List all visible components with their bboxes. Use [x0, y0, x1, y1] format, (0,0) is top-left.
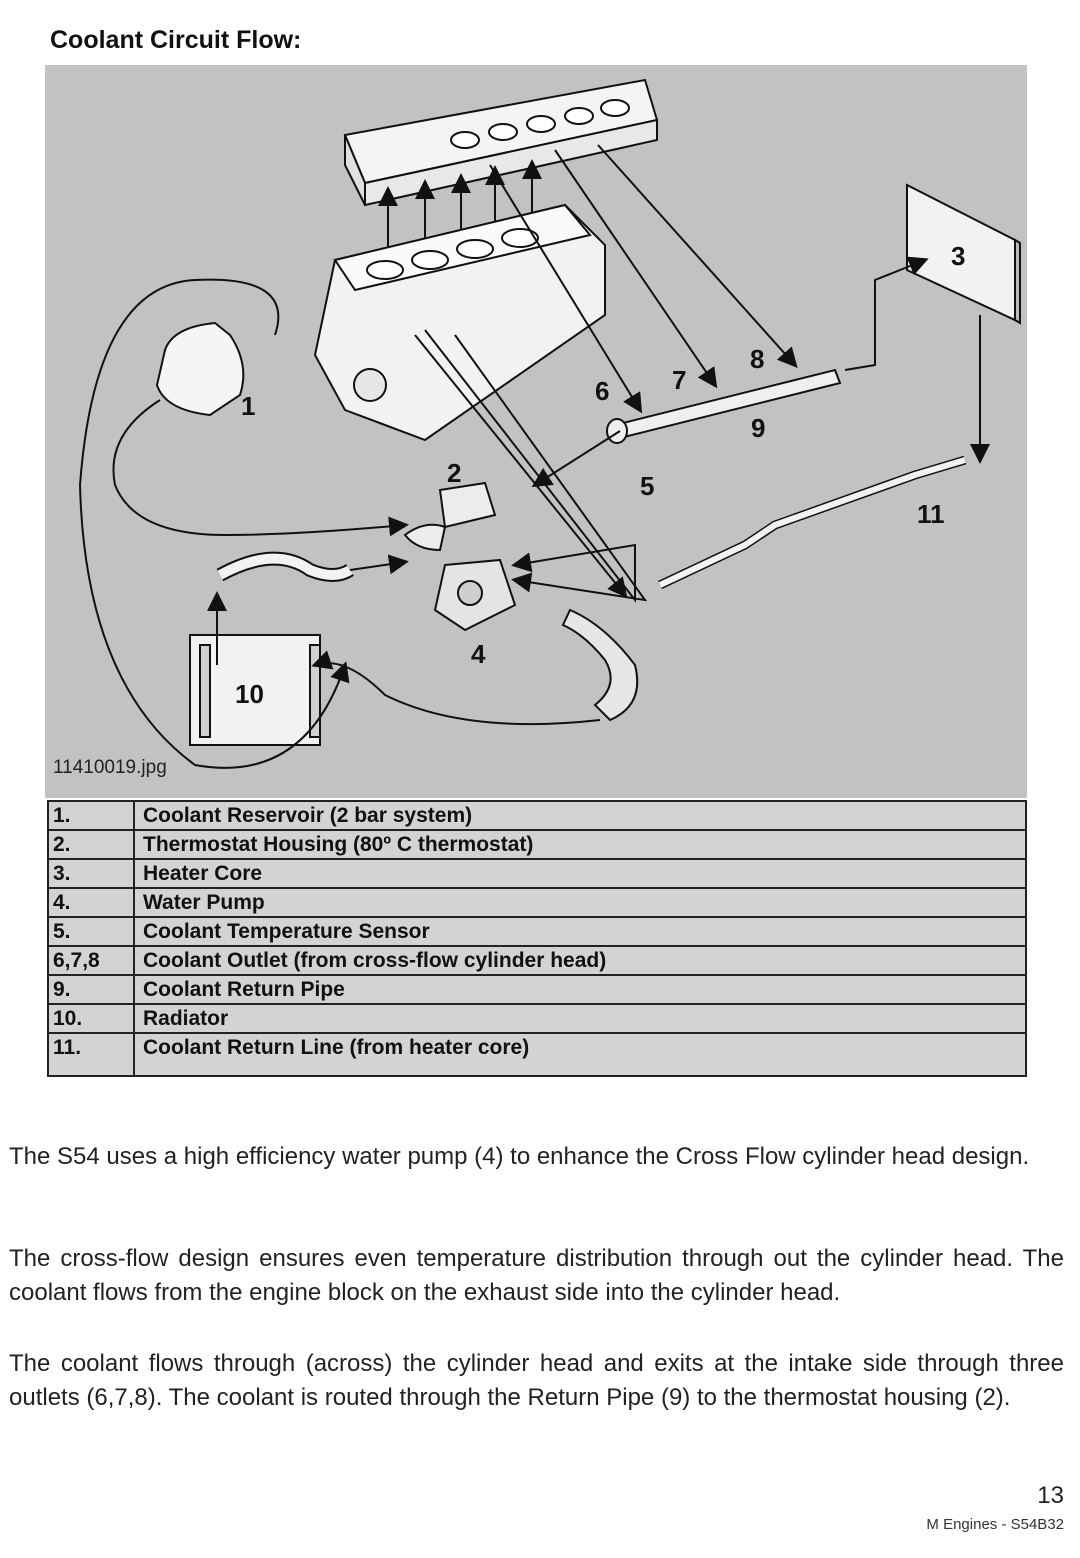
page-footer: M Engines - S54B32 [926, 1516, 1064, 1533]
callout-8: 8 [750, 344, 764, 374]
legend-num: 9. [48, 974, 135, 1005]
legend-num: 4. [48, 887, 135, 918]
thermostat-housing [403, 481, 497, 552]
legend-row: 3.Heater Core [48, 858, 1026, 889]
legend-num: 2. [48, 829, 135, 860]
legend-desc: Coolant Temperature Sensor [134, 916, 1026, 947]
callout-4: 4 [471, 639, 486, 669]
legend-row: 5.Coolant Temperature Sensor [48, 916, 1026, 947]
cylinder-head [343, 78, 659, 207]
legend-num: 10. [48, 1003, 135, 1034]
legend-num: 3. [48, 858, 135, 889]
body-paragraph: The cross-flow design ensures even tempe… [9, 1245, 1064, 1306]
legend-desc: Heater Core [134, 858, 1026, 889]
heater-core [906, 183, 1021, 325]
legend-desc: Radiator [134, 1003, 1026, 1034]
page-title: Coolant Circuit Flow: [50, 26, 302, 54]
callout-2: 2 [447, 458, 461, 488]
return-line-11 [658, 455, 967, 590]
flow-lines [78, 144, 990, 769]
legend-desc: Coolant Return Pipe [134, 974, 1026, 1005]
radiator [189, 634, 321, 746]
callout-7: 7 [672, 365, 686, 395]
legend-row: 1.Coolant Reservoir (2 bar system) [48, 800, 1026, 831]
legend-num: 6,7,8 [48, 945, 135, 976]
figure-caption: 11410019.jpg [53, 757, 167, 778]
engine-block [313, 203, 606, 442]
parts-legend-table: 1.Coolant Reservoir (2 bar system) 2.The… [47, 800, 1027, 1077]
coolant-circuit-diagram: 1 2 3 4 5 6 7 8 9 10 11 11410019.jpg [45, 65, 1027, 798]
callout-1: 1 [241, 391, 255, 421]
callout-11: 11 [917, 499, 945, 529]
legend-desc: Coolant Return Line (from heater core) [134, 1032, 1026, 1077]
legend-row: 9.Coolant Return Pipe [48, 974, 1026, 1005]
coolant-reservoir [155, 321, 245, 417]
legend-row: 4.Water Pump [48, 887, 1026, 918]
callout-9: 9 [751, 413, 765, 443]
water-pump [433, 558, 517, 632]
page-number: 13 [1037, 1482, 1064, 1509]
diagram-svg: 1 2 3 4 5 6 7 8 9 10 11 [78, 78, 1021, 769]
lower-hose [561, 608, 639, 722]
callout-5: 5 [640, 471, 654, 501]
legend-row: 10.Radiator [48, 1003, 1026, 1034]
legend-num: 1. [48, 800, 135, 831]
callout-10: 10 [235, 679, 264, 709]
legend-desc: Water Pump [134, 887, 1026, 918]
legend-desc: Thermostat Housing (80º C thermostat) [134, 829, 1026, 860]
legend-row: 2.Thermostat Housing (80º C thermostat) [48, 829, 1026, 860]
legend-desc: Coolant Outlet (from cross-flow cylinder… [134, 945, 1026, 976]
return-pipe [606, 368, 842, 444]
legend-num: 5. [48, 916, 135, 947]
body-paragraph: The coolant flows through (across) the c… [9, 1350, 1064, 1411]
upper-hose [216, 551, 354, 582]
callout-6: 6 [595, 376, 609, 406]
legend-desc: Coolant Reservoir (2 bar system) [134, 800, 1026, 831]
flow-arrows-up [378, 159, 542, 255]
body-paragraph: The S54 uses a high efficiency water pum… [9, 1143, 1030, 1170]
legend-row: 11.Coolant Return Line (from heater core… [48, 1032, 1026, 1077]
callout-3: 3 [951, 241, 965, 271]
legend-num: 11. [48, 1032, 135, 1077]
